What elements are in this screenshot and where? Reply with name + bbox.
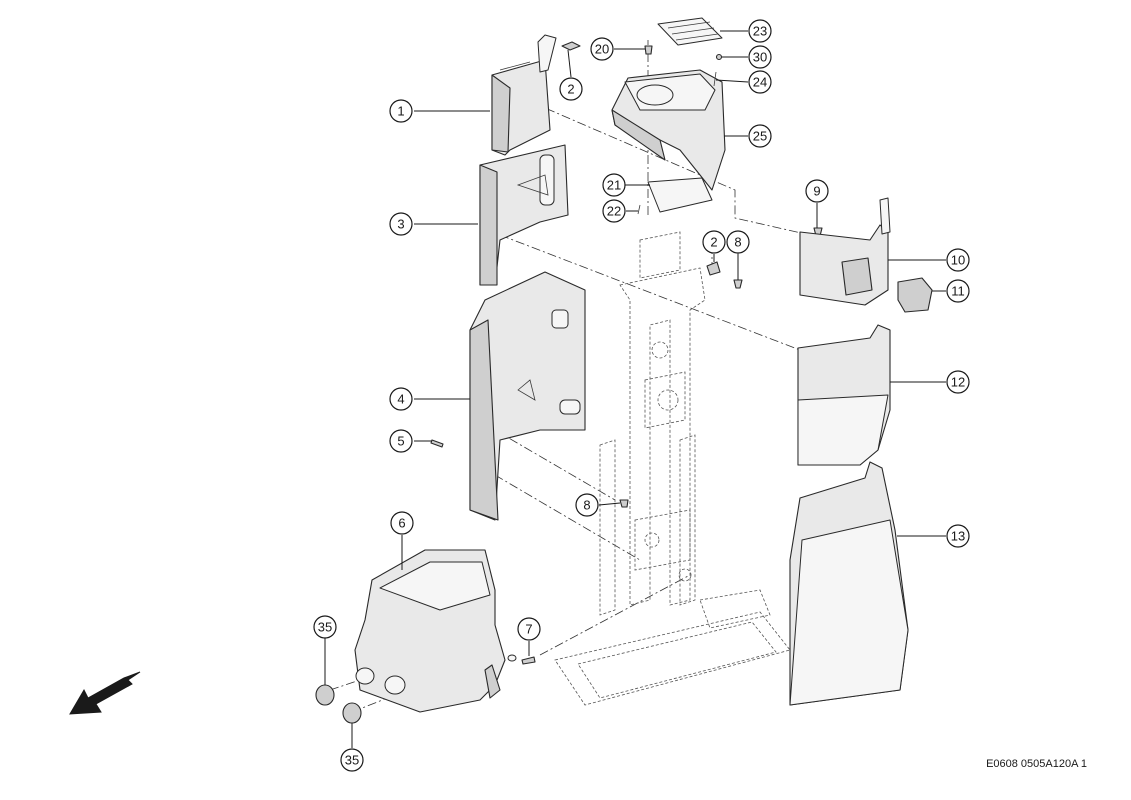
part-8-screw-upper xyxy=(733,279,743,289)
callout-13: 13 xyxy=(946,524,970,548)
callout-label: 7 xyxy=(525,622,532,637)
callout-label: 5 xyxy=(397,434,404,449)
callout-label: 11 xyxy=(951,284,965,299)
callout-35-top: 35 xyxy=(313,615,337,639)
callout-21: 21 xyxy=(602,173,626,197)
part-11-knob xyxy=(897,277,933,313)
callout-35-bottom: 35 xyxy=(340,748,364,772)
callout-label: 10 xyxy=(951,253,965,268)
part-13-front-lower-cover xyxy=(789,461,909,706)
callout-label: 30 xyxy=(753,50,767,65)
callout-label: 20 xyxy=(595,42,609,57)
part-7-screw-washer xyxy=(507,654,536,665)
part-1-upper-side-panel xyxy=(491,34,557,156)
part-2-clip-top xyxy=(561,41,581,51)
callout-label: 2 xyxy=(567,82,574,97)
callout-label: 8 xyxy=(734,235,741,250)
callout-label: 35 xyxy=(318,620,332,635)
callout-5: 5 xyxy=(389,429,413,453)
callout-10: 10 xyxy=(946,248,970,272)
callout-11: 11 xyxy=(946,279,970,303)
part-8-screw-lower xyxy=(619,499,629,508)
part-5-screw xyxy=(430,439,444,448)
callout-label: 23 xyxy=(753,24,767,39)
callout-2-side: 2 xyxy=(702,230,726,254)
part-25-top-cover xyxy=(611,69,726,191)
callout-label: 9 xyxy=(813,184,820,199)
part-3-middle-side-panel xyxy=(479,144,569,286)
callout-24: 24 xyxy=(748,70,772,94)
callout-label: 2 xyxy=(710,235,717,250)
callout-25: 25 xyxy=(748,124,772,148)
part-2-clip-side xyxy=(706,261,721,276)
part-6-base-housing xyxy=(354,549,506,713)
part-35-cap-right xyxy=(342,702,362,724)
callout-label: 6 xyxy=(398,516,405,531)
callout-1: 1 xyxy=(389,99,413,123)
part-4-lower-side-panel xyxy=(469,271,586,521)
callout-label: 21 xyxy=(607,178,621,193)
callout-4: 4 xyxy=(389,387,413,411)
callout-label: 13 xyxy=(951,529,965,544)
callout-label: 25 xyxy=(753,129,767,144)
callout-23: 23 xyxy=(748,19,772,43)
part-22-pin xyxy=(637,204,641,215)
part-30-small-part xyxy=(715,53,723,61)
callout-2-top: 2 xyxy=(559,77,583,101)
callout-20: 20 xyxy=(590,37,614,61)
callout-12: 12 xyxy=(946,370,970,394)
part-24-pin xyxy=(713,71,717,87)
callout-8-lower: 8 xyxy=(575,493,599,517)
callout-label: 1 xyxy=(397,104,404,119)
document-code: E0608 0505A120A 1 xyxy=(986,758,1087,770)
direction-arrow-icon xyxy=(69,671,141,715)
callout-8-upper: 8 xyxy=(726,230,750,254)
callout-label: 3 xyxy=(397,217,404,232)
callout-label: 8 xyxy=(583,498,590,513)
callout-label: 22 xyxy=(607,204,621,219)
callout-label: 12 xyxy=(951,375,965,390)
callout-label: 35 xyxy=(345,753,359,768)
chassis-frame xyxy=(554,231,791,706)
callout-9: 9 xyxy=(805,179,829,203)
part-21-plate xyxy=(647,177,713,213)
part-35-cap-left xyxy=(315,684,335,706)
part-12-front-middle-cover xyxy=(797,324,891,466)
callout-6: 6 xyxy=(390,511,414,535)
callout-label: 24 xyxy=(753,75,767,90)
part-10-front-upper-cover xyxy=(799,197,891,306)
callout-3: 3 xyxy=(389,212,413,236)
callout-label: 4 xyxy=(397,392,404,407)
callout-7: 7 xyxy=(517,617,541,641)
callout-22: 22 xyxy=(602,199,626,223)
part-20-screw xyxy=(644,45,653,55)
callout-30: 30 xyxy=(748,45,772,69)
leader-lines xyxy=(324,30,946,748)
part-23-keypad-panel xyxy=(657,17,723,46)
